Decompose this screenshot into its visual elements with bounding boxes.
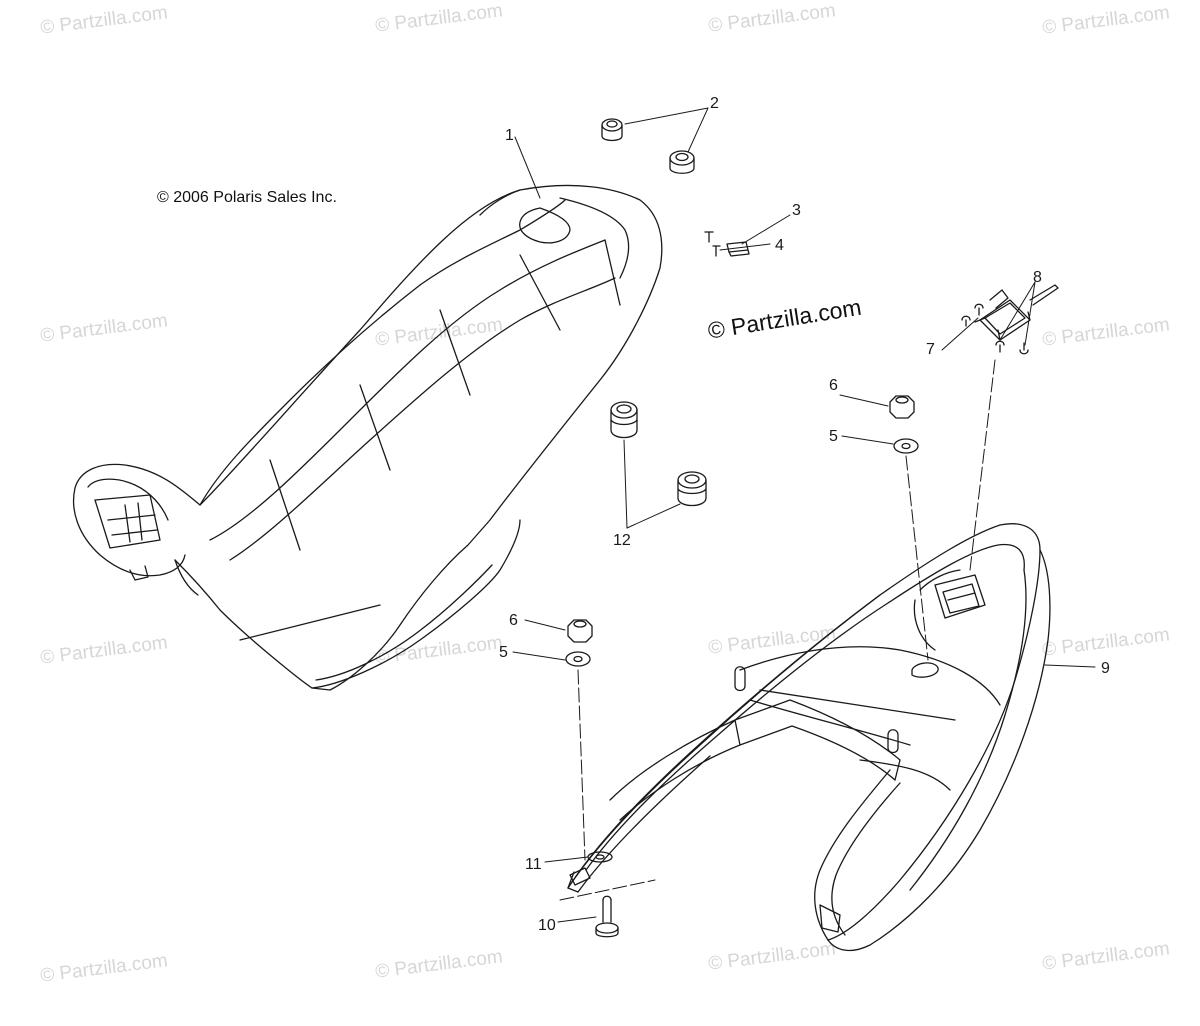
latch-part[interactable] [974,284,1059,341]
callout-label: 7 [926,341,935,358]
nut-part[interactable] [567,395,915,643]
storage-tub-part[interactable] [567,523,1051,952]
callout-label: 2 [710,95,719,112]
callout-labels: 1 2 3 4 5 5 6 6 7 8 9 10 11 12 [499,95,1110,934]
callout-label: 1 [505,127,514,144]
callout-label: 3 [792,202,801,219]
callout-label: 6 [829,377,838,394]
washer-part[interactable] [565,438,919,667]
rivet-part[interactable] [961,303,1029,355]
bumper-part[interactable] [610,401,707,507]
callout-label: 11 [525,856,542,873]
screw-part[interactable] [704,231,721,257]
callout-label: 8 [1033,269,1042,286]
bolt-part[interactable] [595,895,619,938]
callout-label: 6 [509,612,518,629]
callout-label: 5 [829,428,838,445]
callout-label: 5 [499,644,508,661]
callout-label: 10 [538,917,556,934]
callout-label: 9 [1101,660,1110,677]
copyright-notice: © 2006 Polaris Sales Inc. [157,189,337,206]
seat-part[interactable] [72,184,663,691]
leader-lines [512,107,1096,923]
callout-label: 12 [613,532,631,549]
callout-label: 4 [775,237,784,254]
grommet-part[interactable] [601,118,695,174]
